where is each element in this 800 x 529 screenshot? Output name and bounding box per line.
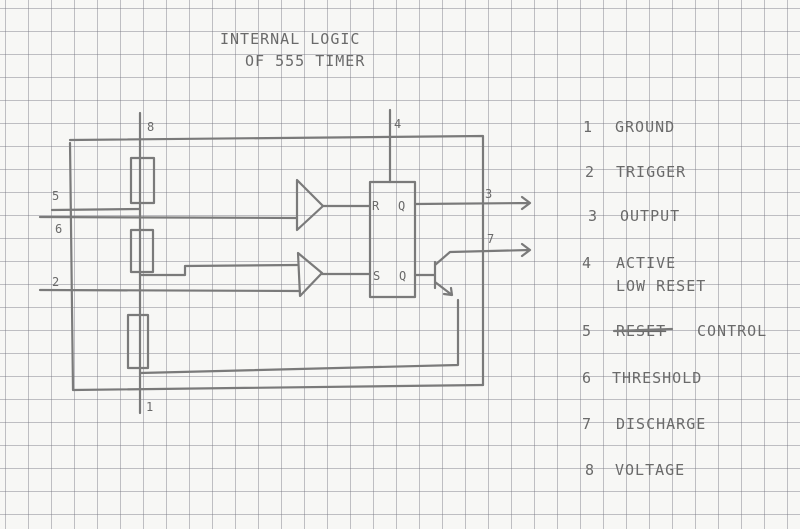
pin-legend: 1 GROUND 2 TRIGGER 3 OUTPUT 4 ACTIVE LOW… <box>582 118 767 479</box>
threshold-line <box>38 215 299 220</box>
top-rail <box>68 134 485 387</box>
legend-label: TRIGGER <box>616 163 686 181</box>
comparator-2 <box>296 251 324 298</box>
legend-num: 5 <box>582 322 592 340</box>
pin-7-label: 7 <box>487 232 495 246</box>
resistor-1 <box>129 156 156 205</box>
divider-line <box>138 263 299 277</box>
pin-6-label: 6 <box>55 222 63 236</box>
pin-4-label: 4 <box>394 117 402 131</box>
legend-num: 7 <box>582 415 592 433</box>
pin-5-label: 5 <box>52 189 60 203</box>
discharge-line <box>138 298 460 375</box>
legend-label-2: LOW RESET <box>616 277 706 295</box>
flipflop-q: Q <box>398 199 406 213</box>
title-line-2: OF 555 TIMER <box>245 52 365 70</box>
left-bottom-rail <box>68 141 485 392</box>
legend-label: DISCHARGE <box>616 415 706 433</box>
legend-label: GROUND <box>615 118 675 136</box>
flipflop-q-bar: Q <box>399 269 407 283</box>
legend-num: 6 <box>582 369 592 387</box>
legend-label: CONTROL <box>697 322 767 340</box>
legend-label: OUTPUT <box>620 207 680 225</box>
control-line <box>50 207 142 212</box>
legend-label: ACTIVE <box>616 254 676 272</box>
pin-1-label: 1 <box>146 400 154 414</box>
flipflop-box <box>368 180 417 299</box>
legend-num: 4 <box>582 254 592 272</box>
comparator-1 <box>295 178 325 232</box>
pin-8-label: 8 <box>147 120 155 134</box>
legend-label: THRESHOLD <box>612 369 702 387</box>
flipflop-s: S <box>373 269 381 283</box>
legend-label: VOLTAGE <box>615 461 685 479</box>
legend-num: 2 <box>585 163 595 181</box>
pin-2-label: 2 <box>52 275 60 289</box>
title-line-1: INTERNAL LOGIC <box>220 30 360 48</box>
strikethrough <box>612 327 674 333</box>
legend-num: 1 <box>583 118 593 136</box>
output-arrow <box>413 195 532 211</box>
flipflop-r: R <box>372 199 380 213</box>
legend-num: 3 <box>588 207 598 225</box>
resistor-2 <box>129 228 155 274</box>
resistor-3 <box>126 313 150 370</box>
legend-num: 8 <box>585 461 595 479</box>
pin-3-label: 3 <box>485 187 493 201</box>
trigger-line <box>38 288 302 293</box>
transistor <box>413 242 532 297</box>
